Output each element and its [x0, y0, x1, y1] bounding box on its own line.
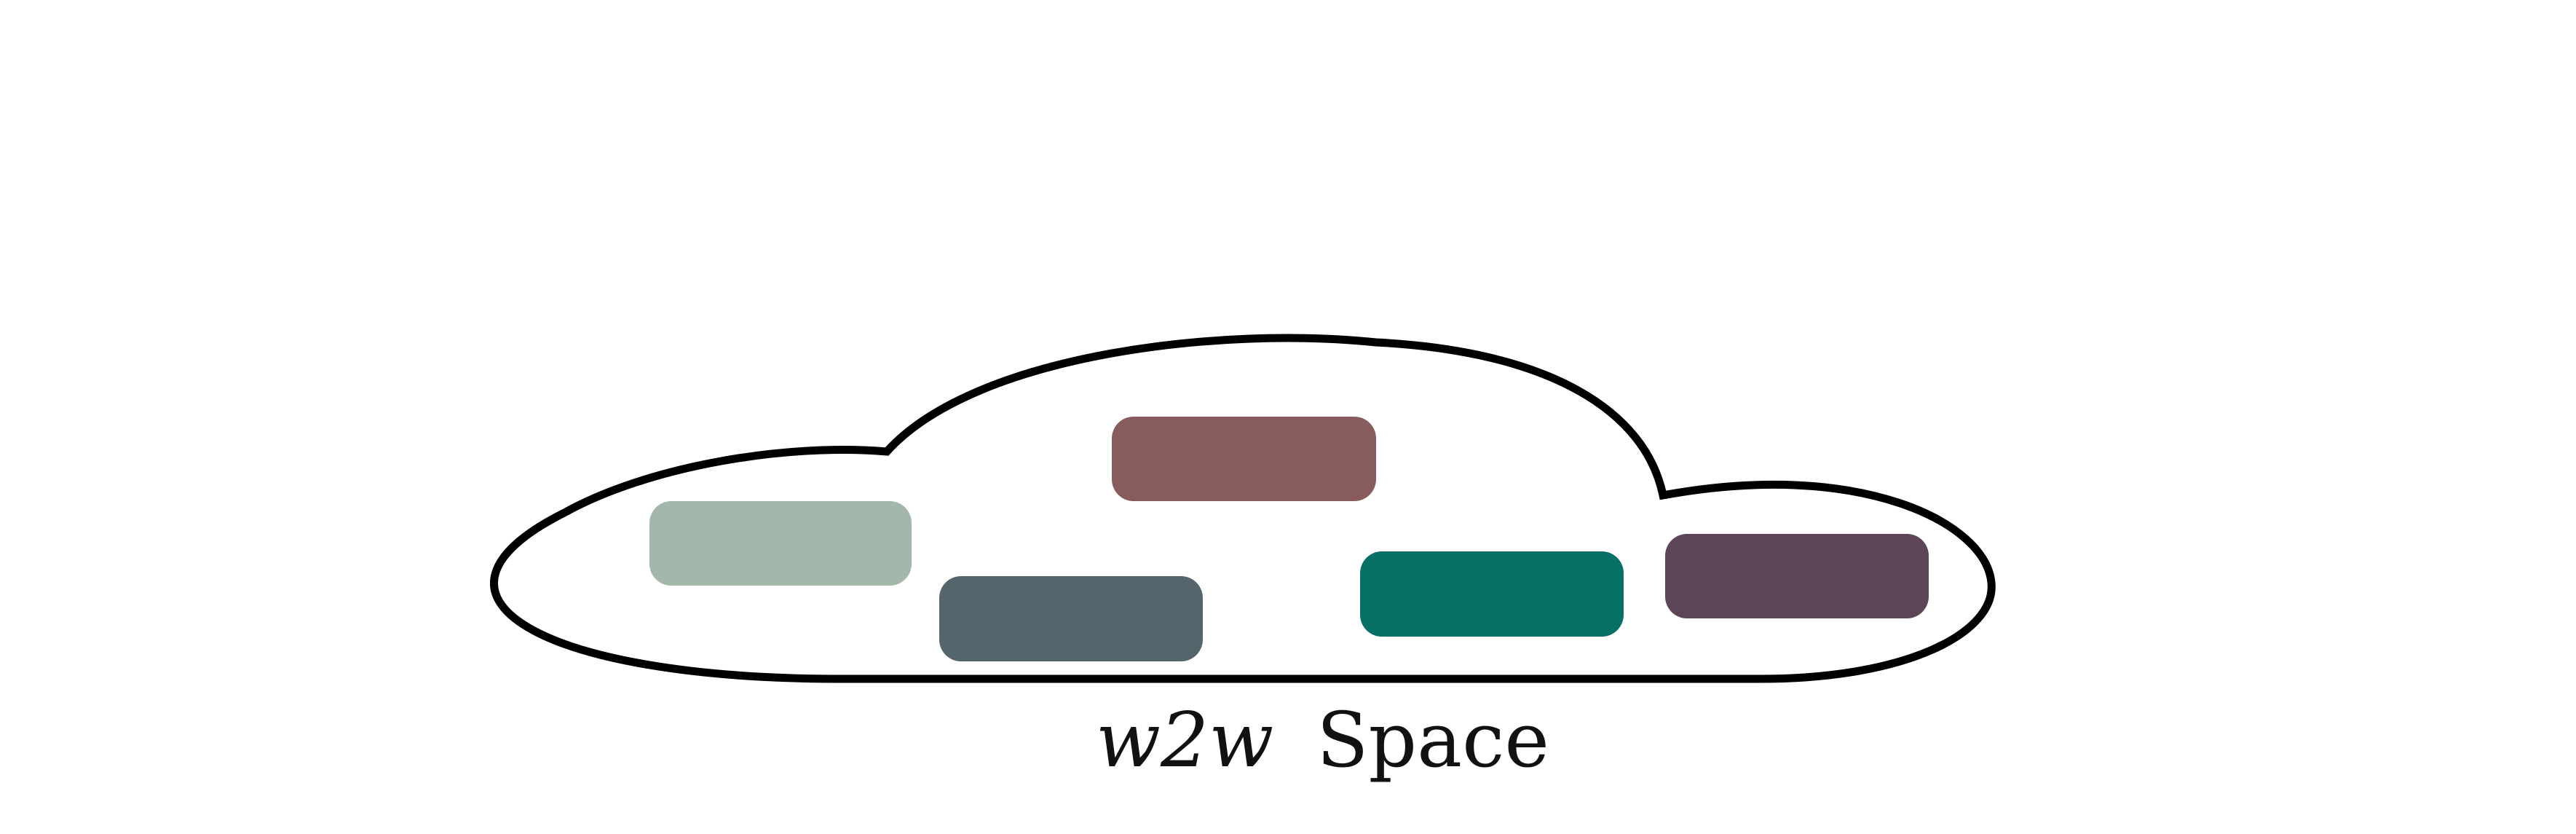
caption-word: Space	[1316, 696, 1549, 784]
block-slate	[939, 576, 1203, 661]
block-rose	[1112, 417, 1376, 501]
block-teal	[1360, 551, 1624, 637]
block-plum	[1665, 534, 1929, 618]
diagram-caption: w2w Space	[1096, 696, 1549, 784]
caption-variable: w2w	[1096, 696, 1273, 784]
cloud-outline	[490, 334, 1996, 683]
block-sage	[649, 501, 912, 586]
